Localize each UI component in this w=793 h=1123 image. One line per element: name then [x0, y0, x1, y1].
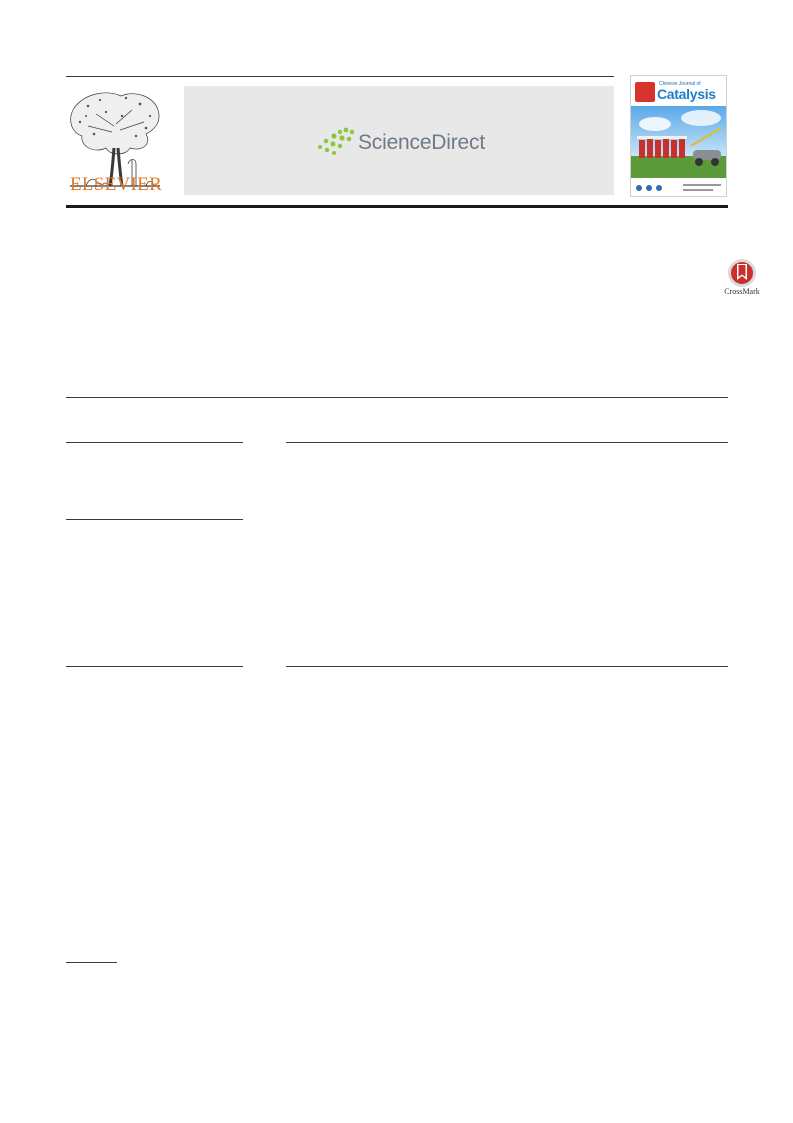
- sciencedirect-dots-icon: [318, 127, 355, 155]
- header-top-rule: [66, 76, 614, 77]
- abstract-rule-bottom: [286, 666, 728, 667]
- footnote-rule: [66, 962, 117, 963]
- cover-journal-title: Catalysis: [657, 86, 716, 102]
- journal-seal-icon: [635, 82, 655, 102]
- article-divider-rule: [66, 397, 728, 398]
- sciencedirect-banner[interactable]: ScienceDirect: [184, 86, 614, 195]
- sciencedirect-wordmark: ScienceDirect: [358, 131, 485, 154]
- journal-cover-thumbnail[interactable]: Chinese Journal of Catalysis: [630, 75, 727, 197]
- publisher-wordmark: ELSEVIER: [69, 174, 163, 195]
- elsevier-tree-icon: [70, 92, 160, 187]
- header-thick-rule: [66, 205, 728, 208]
- crossmark-icon[interactable]: [727, 258, 757, 288]
- abstract-rule-top: [286, 442, 728, 443]
- cover-artwork-image: [631, 106, 726, 196]
- article-info-rule-bottom: [66, 666, 243, 667]
- crossmark-label: CrossMark: [724, 287, 760, 296]
- cover-journal-prefix: Chinese Journal of: [659, 81, 701, 87]
- article-info-rule-top: [66, 442, 243, 443]
- keywords-rule-top: [66, 519, 243, 520]
